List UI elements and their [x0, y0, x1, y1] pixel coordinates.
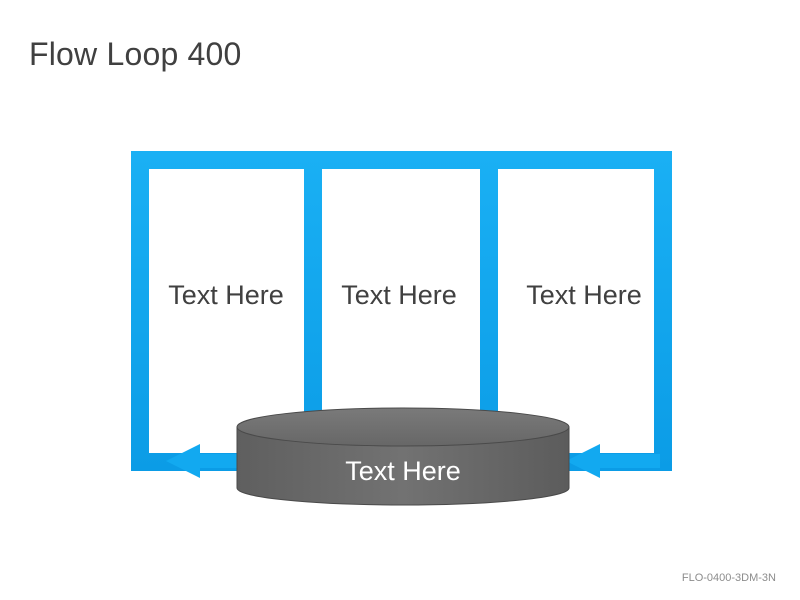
panel-2-label: Text Here — [341, 280, 457, 310]
arrow-left-icon — [166, 444, 240, 478]
center-cylinder: Text Here — [236, 407, 570, 506]
right-arrow-shape — [566, 444, 660, 478]
cylinder-body — [236, 426, 570, 506]
left-arrow-shape — [166, 444, 240, 478]
cylinder-label: Text Here — [345, 456, 461, 486]
cylinder-top — [236, 407, 570, 447]
panel-3-label: Text Here — [526, 280, 642, 310]
slide-code: FLO-0400-3DM-3N — [681, 572, 776, 584]
loop-frame — [131, 151, 672, 471]
panel-1-box — [149, 169, 304, 453]
slide-title: Flow Loop 400 — [29, 36, 242, 72]
panel-2-box — [322, 169, 480, 453]
arrow-left-icon — [566, 444, 660, 478]
panel-3-box — [498, 169, 654, 453]
panel-1-label: Text Here — [168, 280, 284, 310]
